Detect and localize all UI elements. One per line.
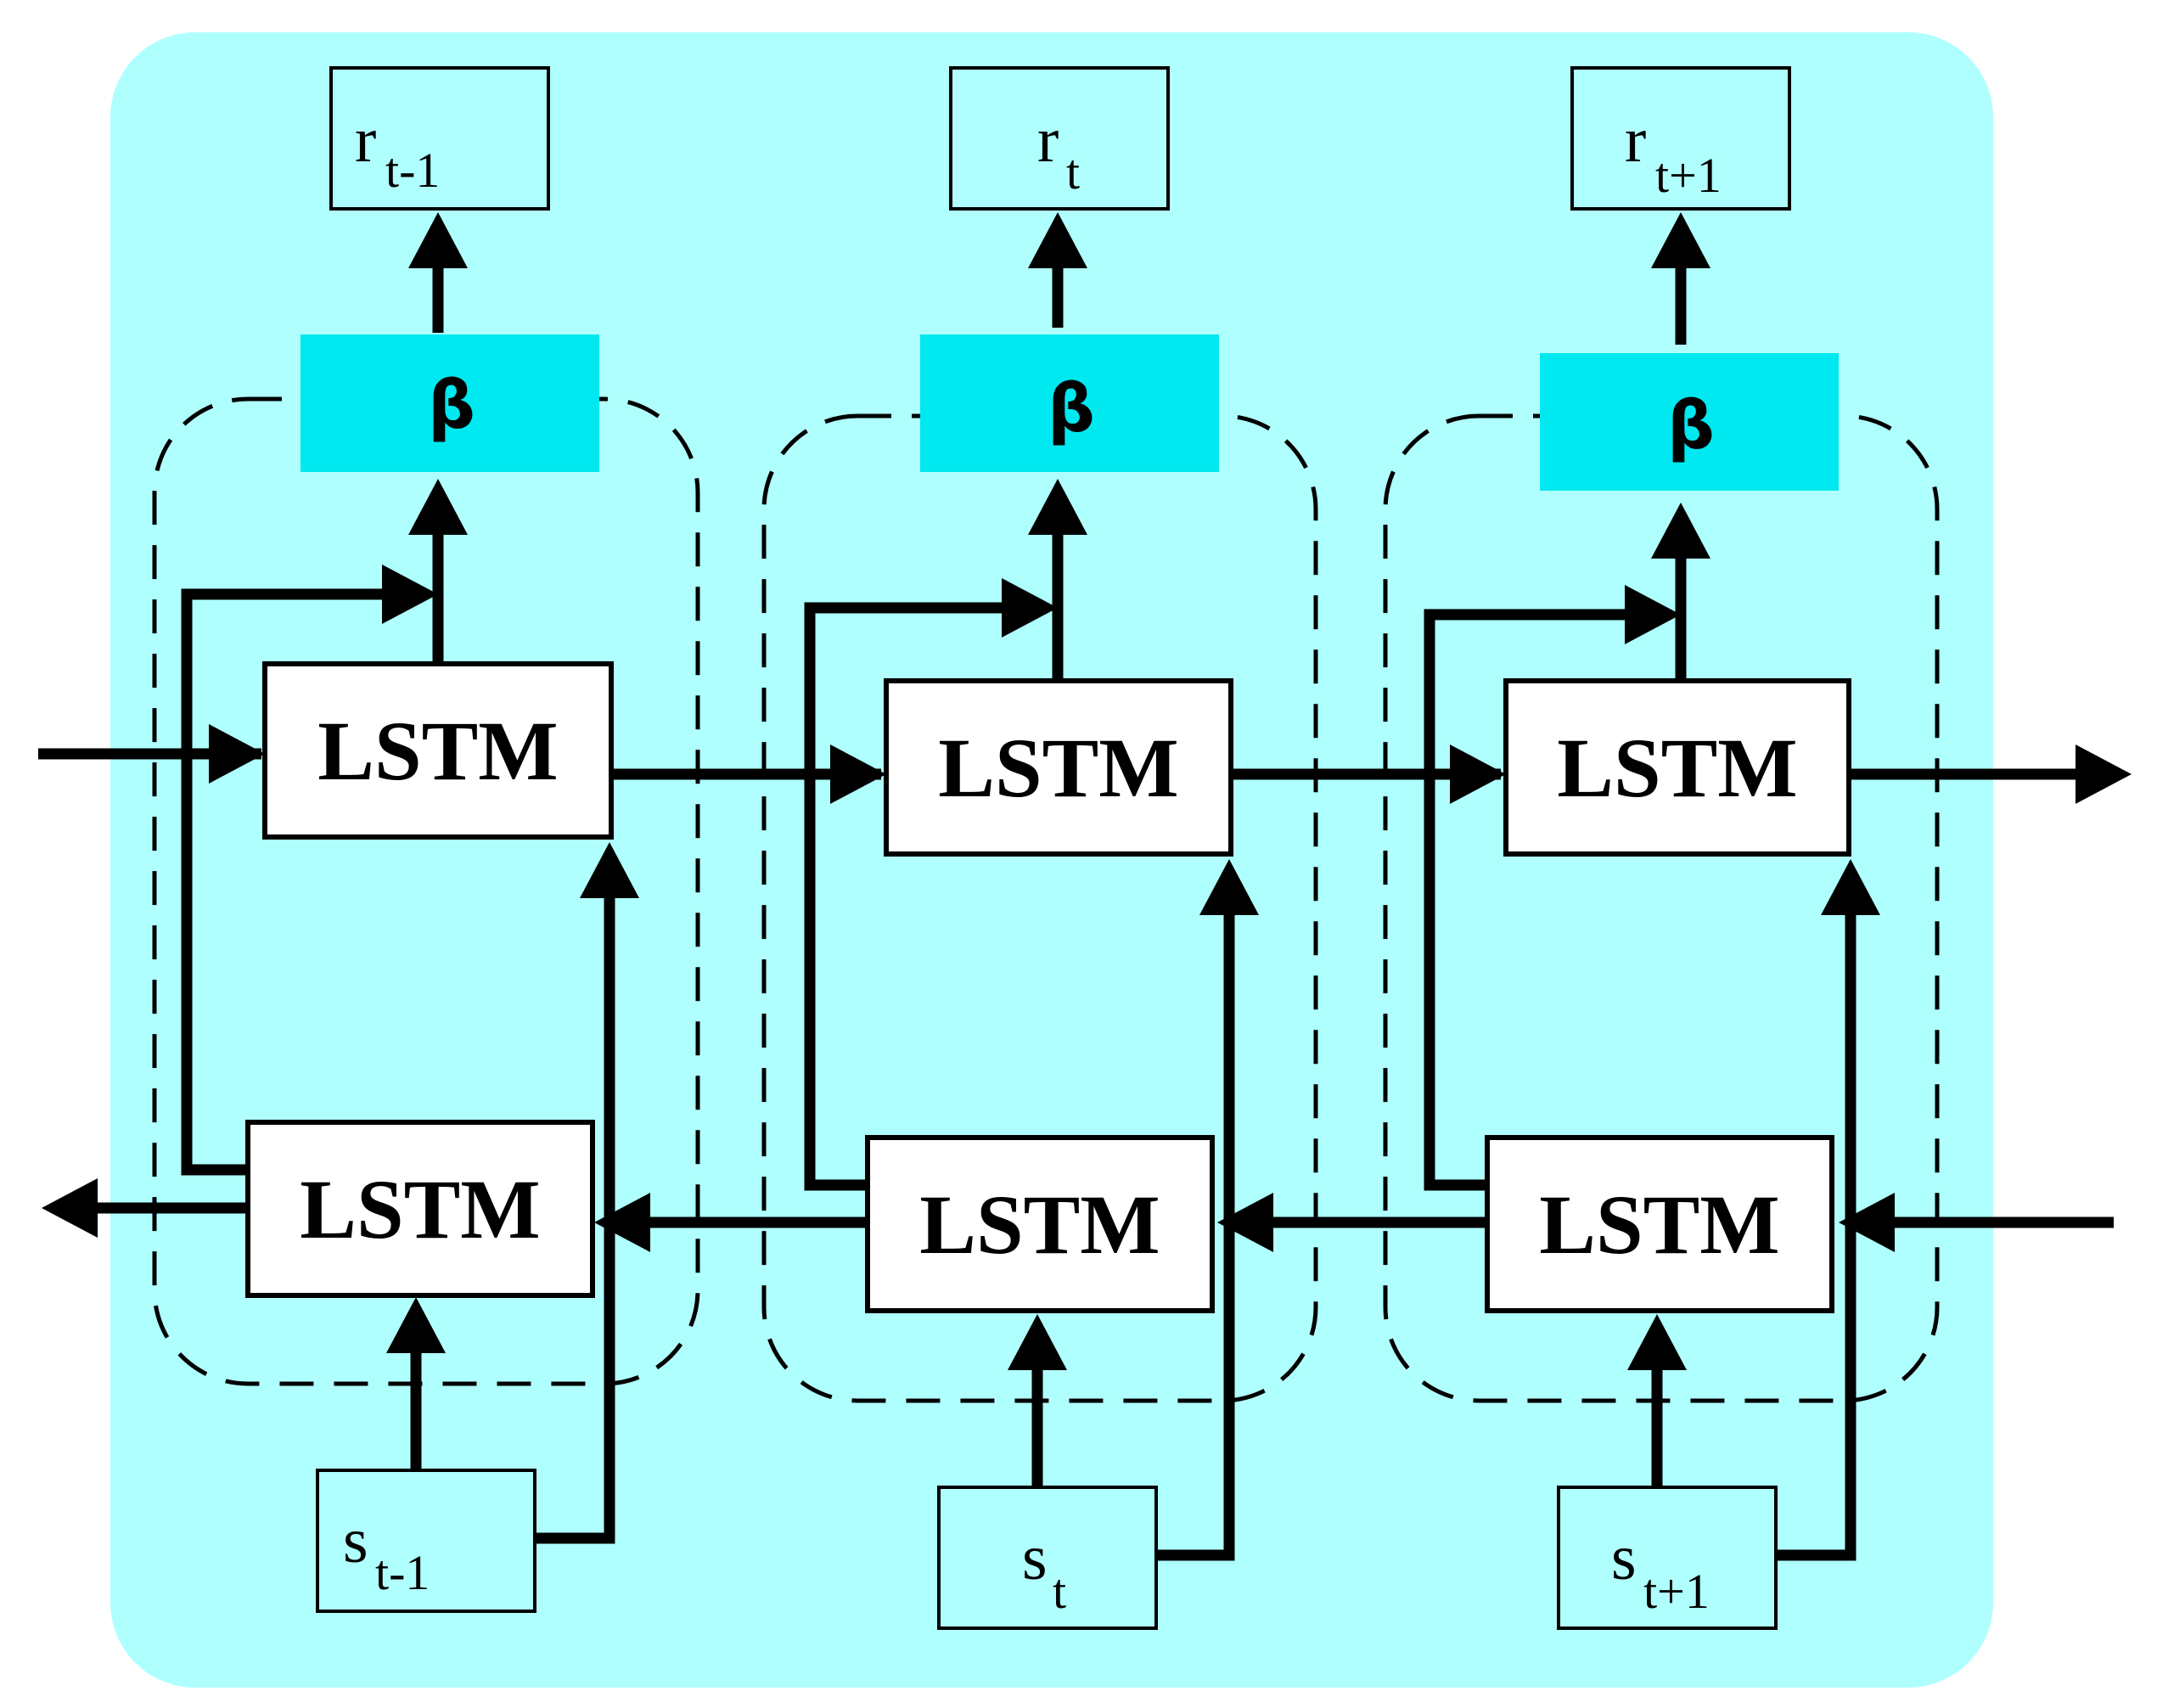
output-label-subscript: t — [1066, 144, 1080, 199]
lstm-label: LSTM — [300, 1162, 540, 1256]
input-label-subscript: t-1 — [375, 1545, 430, 1600]
lstm-label: LSTM — [1539, 1177, 1779, 1272]
arrowhead — [580, 842, 639, 898]
input-box-t: s t — [937, 1486, 1158, 1630]
arrowhead — [1199, 859, 1259, 915]
diagram-panel — [110, 32, 1993, 1688]
s-to-forward-lstm-t-minus-1 — [533, 883, 615, 1544]
input-boxes: s t-1 s t s t+1 — [316, 1469, 1778, 1630]
backward-lstm-t-minus-1: LSTM — [245, 1120, 595, 1298]
output-label-base: r — [1037, 104, 1059, 176]
arrowhead — [1028, 479, 1087, 535]
arrowhead — [1217, 1193, 1273, 1252]
input-label-subscript: t+1 — [1643, 1564, 1710, 1619]
output-boxes: r t-1 r t r t+1 — [329, 66, 1791, 211]
input-label-base: s — [1022, 1522, 1048, 1593]
output-label-base: r — [355, 104, 376, 176]
arrowhead — [830, 744, 886, 804]
input-box-t-minus-1: s t-1 — [316, 1469, 536, 1613]
output-box-t-minus-1: r t-1 — [329, 66, 550, 211]
beta-boxes: β β β — [301, 334, 1839, 491]
forward-lstm-t: LSTM — [884, 678, 1233, 857]
arrowhead — [594, 1193, 650, 1252]
backward-to-combine-t — [804, 602, 1019, 1191]
arrowhead — [42, 1178, 98, 1238]
arrowhead — [1651, 503, 1710, 559]
arrowhead — [382, 565, 438, 624]
output-label-base: r — [1625, 104, 1646, 176]
beta-box-t-plus-1: β — [1540, 353, 1839, 491]
arrowhead — [1028, 212, 1087, 268]
lstm-label: LSTM — [317, 704, 558, 798]
backward-lstm-t-plus-1: LSTM — [1485, 1135, 1834, 1313]
input-label-base: s — [343, 1505, 368, 1576]
arrowhead — [1002, 578, 1058, 638]
arrowhead — [1839, 1193, 1895, 1252]
arrowhead — [408, 479, 468, 535]
arrowhead — [408, 212, 468, 268]
arrowhead — [1651, 212, 1710, 268]
output-label-subscript: t-1 — [385, 143, 440, 198]
input-label-subscript: t — [1053, 1564, 1066, 1619]
beta-label: β — [428, 368, 475, 444]
backward-lstm-boxes: LSTM LSTM LSTM — [245, 1120, 1834, 1313]
s-to-forward-lstm-t-plus-1 — [1774, 900, 1856, 1561]
arrowhead — [1821, 859, 1880, 915]
backward-to-combine-t-minus-1 — [181, 588, 399, 1176]
beta-label: β — [1048, 371, 1095, 447]
s-to-forward-lstm-t — [1154, 900, 1235, 1561]
forward-lstm-t-plus-1: LSTM — [1503, 678, 1851, 857]
input-label-base: s — [1611, 1522, 1637, 1593]
lstm-label: LSTM — [938, 721, 1178, 815]
arrowhead — [1450, 744, 1506, 804]
beta-box-t: β — [920, 334, 1219, 472]
lstm-label: LSTM — [919, 1177, 1160, 1272]
forward-lstm-t-minus-1: LSTM — [262, 661, 614, 840]
output-label-subscript: t+1 — [1655, 148, 1722, 203]
connection-lines — [38, 212, 2132, 1561]
arrowhead — [1008, 1314, 1067, 1370]
output-box-t-plus-1: r t+1 — [1570, 66, 1791, 211]
arrowhead — [209, 724, 265, 784]
arrowhead — [2076, 744, 2132, 804]
lstm-label: LSTM — [1557, 721, 1797, 815]
beta-label: β — [1667, 388, 1715, 464]
backward-lstm-t: LSTM — [865, 1135, 1215, 1313]
arrowhead — [386, 1297, 446, 1353]
arrowhead — [1625, 585, 1681, 644]
arrowhead — [1627, 1314, 1687, 1370]
output-box-t: r t — [949, 66, 1170, 211]
input-box-t-plus-1: s t+1 — [1557, 1486, 1778, 1630]
forward-lstm-boxes: LSTM LSTM LSTM — [262, 661, 1851, 857]
backward-to-combine-t-plus-1 — [1424, 609, 1642, 1191]
beta-box-t-minus-1: β — [301, 334, 599, 472]
